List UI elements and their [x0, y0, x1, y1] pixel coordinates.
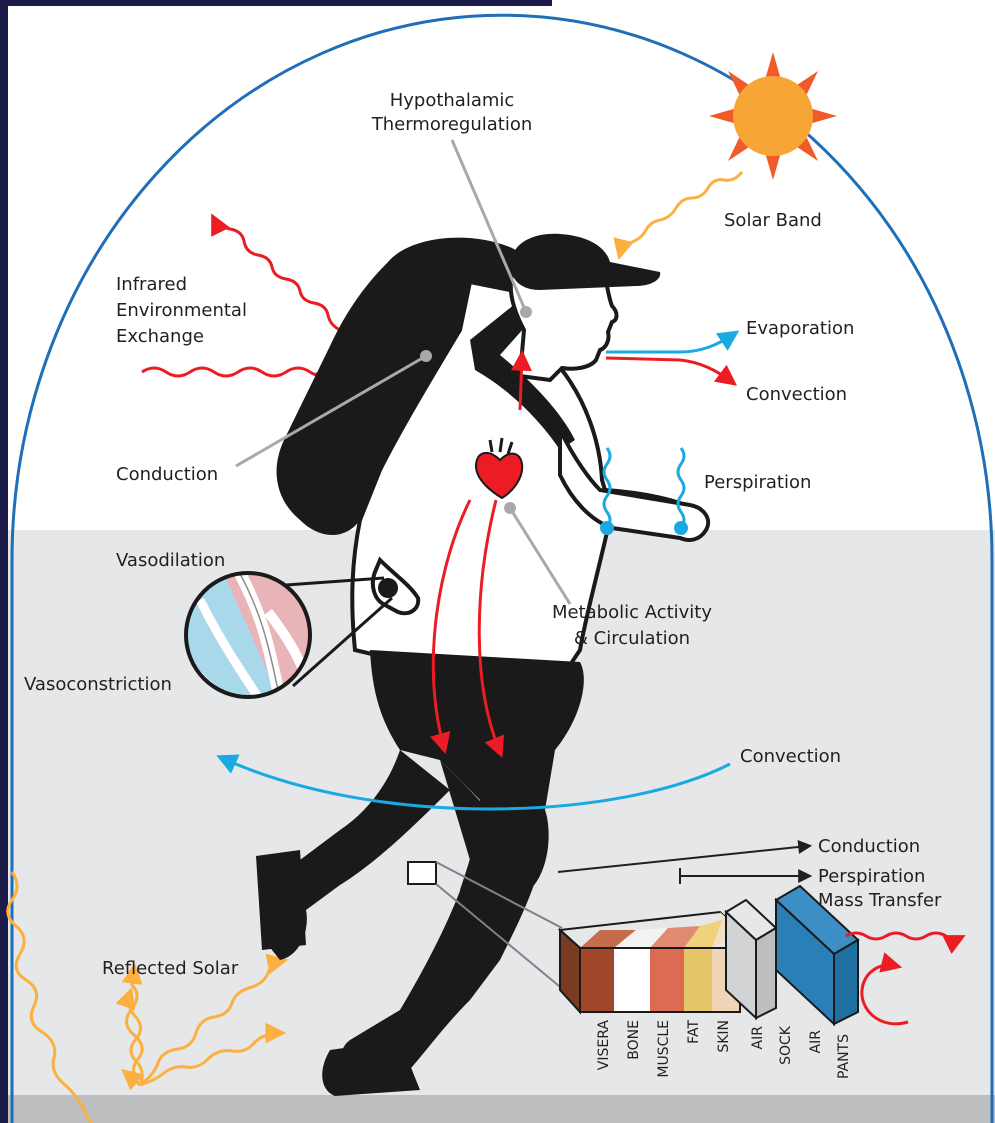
label-vasoconstriction: Vasoconstriction: [24, 674, 172, 695]
layer-label-fat: FAT: [686, 1020, 702, 1044]
label-perspiration-mass-2: Mass Transfer: [818, 890, 942, 911]
vaso-focus-dot: [378, 578, 398, 598]
label-infrared-3: Exchange: [116, 326, 204, 347]
layer-pants-side: [834, 940, 858, 1024]
layer-label-visera: VISERA: [596, 1020, 612, 1071]
conduction-dot: [420, 350, 432, 362]
label-solar-band: Solar Band: [724, 210, 822, 231]
left-frame: [0, 0, 8, 1123]
label-perspiration-mass-1: Perspiration: [818, 866, 925, 887]
layer-muscle: [650, 948, 684, 1012]
label-infrared-2: Environmental: [116, 300, 247, 321]
layer-sock-side: [756, 928, 776, 1018]
sun-icon: [709, 52, 837, 180]
label-metabolic-2: & Circulation: [574, 628, 690, 649]
label-vasodilation: Vasodilation: [116, 550, 225, 571]
floor-band: [0, 1095, 995, 1123]
layer-label-bone: BONE: [626, 1020, 642, 1060]
circulation-up-arrow: [520, 356, 522, 410]
label-hypothalamic-1: Hypothalamic: [390, 90, 515, 111]
layer-label-muscle: MUSCLE: [656, 1020, 672, 1078]
layer-visera: [580, 948, 614, 1012]
layer-label-air-2: AIR: [808, 1030, 824, 1054]
metabolic-dot: [504, 502, 516, 514]
layer-fat: [684, 948, 712, 1012]
layer-label-air-1: AIR: [750, 1026, 766, 1050]
label-convection-upper: Convection: [746, 384, 847, 405]
label-hypothalamic-2: Thermoregulation: [371, 114, 533, 135]
label-conduction-upper: Conduction: [116, 464, 218, 485]
layer-label-sock: SOCK: [778, 1025, 794, 1065]
label-conduction-lower: Conduction: [818, 836, 920, 857]
label-perspiration: Perspiration: [704, 472, 811, 493]
label-infrared-1: Infrared: [116, 274, 187, 295]
label-evaporation: Evaporation: [746, 318, 854, 339]
label-convection-lower: Convection: [740, 746, 841, 767]
layer-label-pants: PANTS: [836, 1034, 852, 1079]
hypothalamus-dot: [520, 306, 532, 318]
top-frame: [0, 0, 552, 6]
back-shoe: [256, 850, 306, 950]
skin-sample-patch: [408, 862, 436, 884]
layer-label-skin: SKIN: [716, 1020, 732, 1053]
layer-bone: [614, 948, 650, 1012]
label-reflected-solar: Reflected Solar: [102, 958, 239, 979]
label-metabolic-1: Metabolic Activity: [552, 602, 712, 623]
